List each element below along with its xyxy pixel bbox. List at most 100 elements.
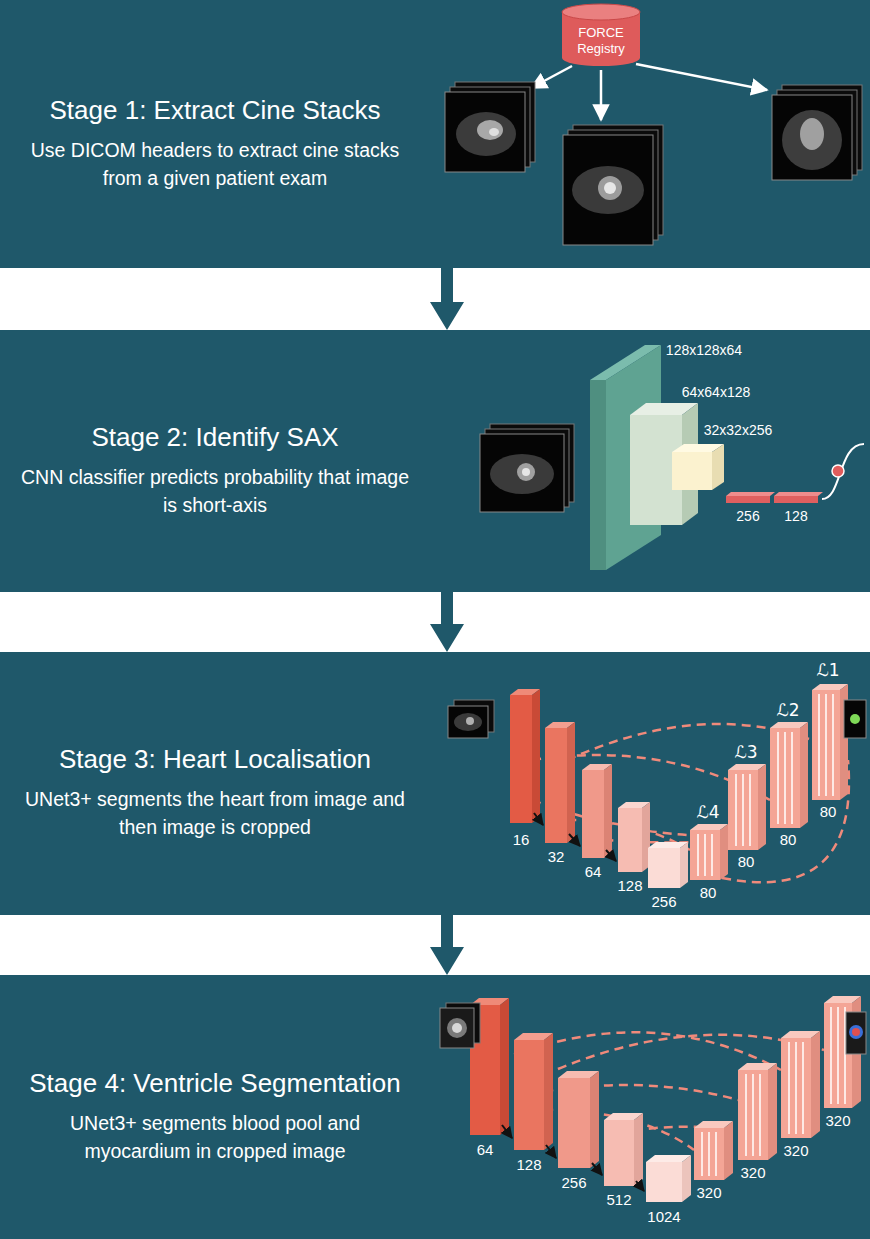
cylinder-top bbox=[562, 4, 640, 20]
block-side bbox=[768, 1063, 777, 1160]
segmentation-input-image bbox=[440, 1003, 480, 1048]
stack-front-image bbox=[772, 95, 852, 180]
block-side bbox=[680, 842, 688, 888]
channel-count: 80 bbox=[820, 803, 837, 821]
block-side bbox=[500, 998, 509, 1135]
mri-tissue bbox=[572, 166, 644, 214]
decoder-block bbox=[694, 1121, 733, 1180]
channel-count-text: 128 bbox=[516, 1156, 541, 1173]
stack-layer bbox=[573, 125, 663, 235]
layer-size-text: 256 bbox=[736, 508, 759, 524]
skip-connection bbox=[567, 724, 812, 760]
mri-heart bbox=[517, 463, 535, 481]
block-side bbox=[724, 1121, 733, 1180]
channel-count-text: 1024 bbox=[647, 1208, 680, 1225]
downsample-arrow bbox=[546, 1145, 556, 1158]
sax-input-stack bbox=[480, 424, 574, 512]
stack-layer bbox=[450, 87, 530, 167]
channel-count: 320 bbox=[783, 1142, 808, 1160]
block-front bbox=[770, 728, 800, 828]
stack-front-image bbox=[445, 92, 525, 172]
downsample-arrow bbox=[534, 813, 543, 825]
layer-size-text: 128 bbox=[784, 508, 807, 524]
stack-front-image bbox=[440, 1008, 474, 1048]
encoder-block-1024 bbox=[646, 1155, 691, 1202]
skip-connections bbox=[532, 724, 849, 882]
downsample-arrows bbox=[534, 813, 616, 861]
stage-panel: Stage 1: Extract Cine StacksUse DICOM he… bbox=[0, 0, 870, 268]
registry-arrow bbox=[636, 64, 767, 90]
decoder-block bbox=[738, 1063, 777, 1160]
block-top bbox=[618, 802, 650, 808]
skip-connection bbox=[500, 1032, 781, 1070]
text-group: Stage 2: Identify SAXCNN classifier pred… bbox=[20, 330, 410, 592]
skip-connection bbox=[604, 840, 728, 843]
mri-chamber bbox=[489, 128, 499, 136]
text-group: Stage 4: Ventricle SegmentationUNet3+ se… bbox=[20, 975, 410, 1239]
stack-layer bbox=[485, 429, 569, 507]
slice-lines bbox=[819, 694, 833, 796]
downsample-arrows bbox=[502, 1125, 644, 1191]
bar-top bbox=[726, 492, 775, 496]
loss-label: ℒ2 bbox=[776, 700, 799, 720]
block-front bbox=[672, 452, 712, 490]
mri-heart bbox=[800, 118, 824, 150]
flow-arrow bbox=[430, 268, 464, 330]
channel-count: 64 bbox=[585, 863, 602, 881]
text-group: Stage 3: Heart LocalisationUNet3+ segmen… bbox=[20, 652, 410, 915]
dense-layer-128 bbox=[774, 492, 823, 503]
skip-connection bbox=[500, 1085, 738, 1100]
cine-stack-four-chamber bbox=[445, 82, 535, 172]
stage-panel: Stage 4: Ventricle SegmentationUNet3+ se… bbox=[0, 975, 870, 1239]
decoder-block bbox=[781, 1031, 820, 1138]
decoder-block bbox=[690, 824, 728, 880]
slice-lines bbox=[698, 834, 712, 876]
block-side bbox=[606, 345, 661, 570]
block-front bbox=[558, 1078, 590, 1168]
registry-arrows bbox=[531, 64, 767, 120]
bar-front bbox=[726, 496, 770, 503]
channel-count-text: 64 bbox=[477, 1141, 494, 1158]
skip-connections bbox=[500, 1032, 824, 1150]
downsample-arrow bbox=[502, 1125, 512, 1138]
stage-description: UNet3+ segments the heart from image and… bbox=[20, 785, 410, 842]
cnn-block-2 bbox=[630, 403, 698, 525]
stack-layer bbox=[782, 85, 862, 170]
stack-layer bbox=[446, 1003, 480, 1043]
block-front bbox=[738, 1070, 768, 1160]
channel-count-text: 80 bbox=[738, 853, 755, 870]
segmentation-output-image bbox=[846, 1012, 866, 1054]
block-top bbox=[648, 842, 688, 848]
stack-layer bbox=[777, 90, 857, 175]
channel-count: 512 bbox=[606, 1191, 631, 1209]
block-top bbox=[694, 1121, 733, 1128]
layer-dimension: 64x64x128 bbox=[682, 383, 751, 401]
registry-arrow bbox=[600, 70, 603, 120]
block-front bbox=[648, 848, 680, 888]
block-side bbox=[682, 1155, 691, 1202]
stage-description: Use DICOM headers to extract cine stacks… bbox=[20, 136, 410, 193]
channel-count: 80 bbox=[700, 884, 717, 902]
channel-count: 64 bbox=[477, 1141, 494, 1159]
slice-lines bbox=[831, 1007, 845, 1104]
skip-connection bbox=[722, 760, 849, 882]
loss-label-text: ℒ4 bbox=[696, 802, 719, 822]
block-top bbox=[646, 1155, 691, 1162]
channel-count-text: 320 bbox=[825, 1112, 850, 1129]
channel-count: 320 bbox=[825, 1112, 850, 1130]
block-front bbox=[618, 808, 642, 872]
block-top bbox=[672, 444, 724, 452]
dense-layer-256 bbox=[726, 492, 775, 503]
stack-front-image bbox=[563, 135, 653, 245]
block-side bbox=[712, 444, 724, 490]
stage-panel: Stage 3: Heart LocalisationUNet3+ segmen… bbox=[0, 652, 870, 915]
channel-count: 320 bbox=[740, 1164, 765, 1182]
layer-dimension-text: 32x32x256 bbox=[704, 422, 773, 438]
channel-count-text: 80 bbox=[780, 831, 797, 848]
block-side bbox=[682, 403, 698, 525]
bar-front bbox=[774, 496, 818, 503]
mri-tissue bbox=[490, 454, 554, 494]
block-front bbox=[694, 1128, 724, 1180]
stack-layer bbox=[455, 82, 535, 162]
cnn-block-1 bbox=[590, 345, 661, 570]
